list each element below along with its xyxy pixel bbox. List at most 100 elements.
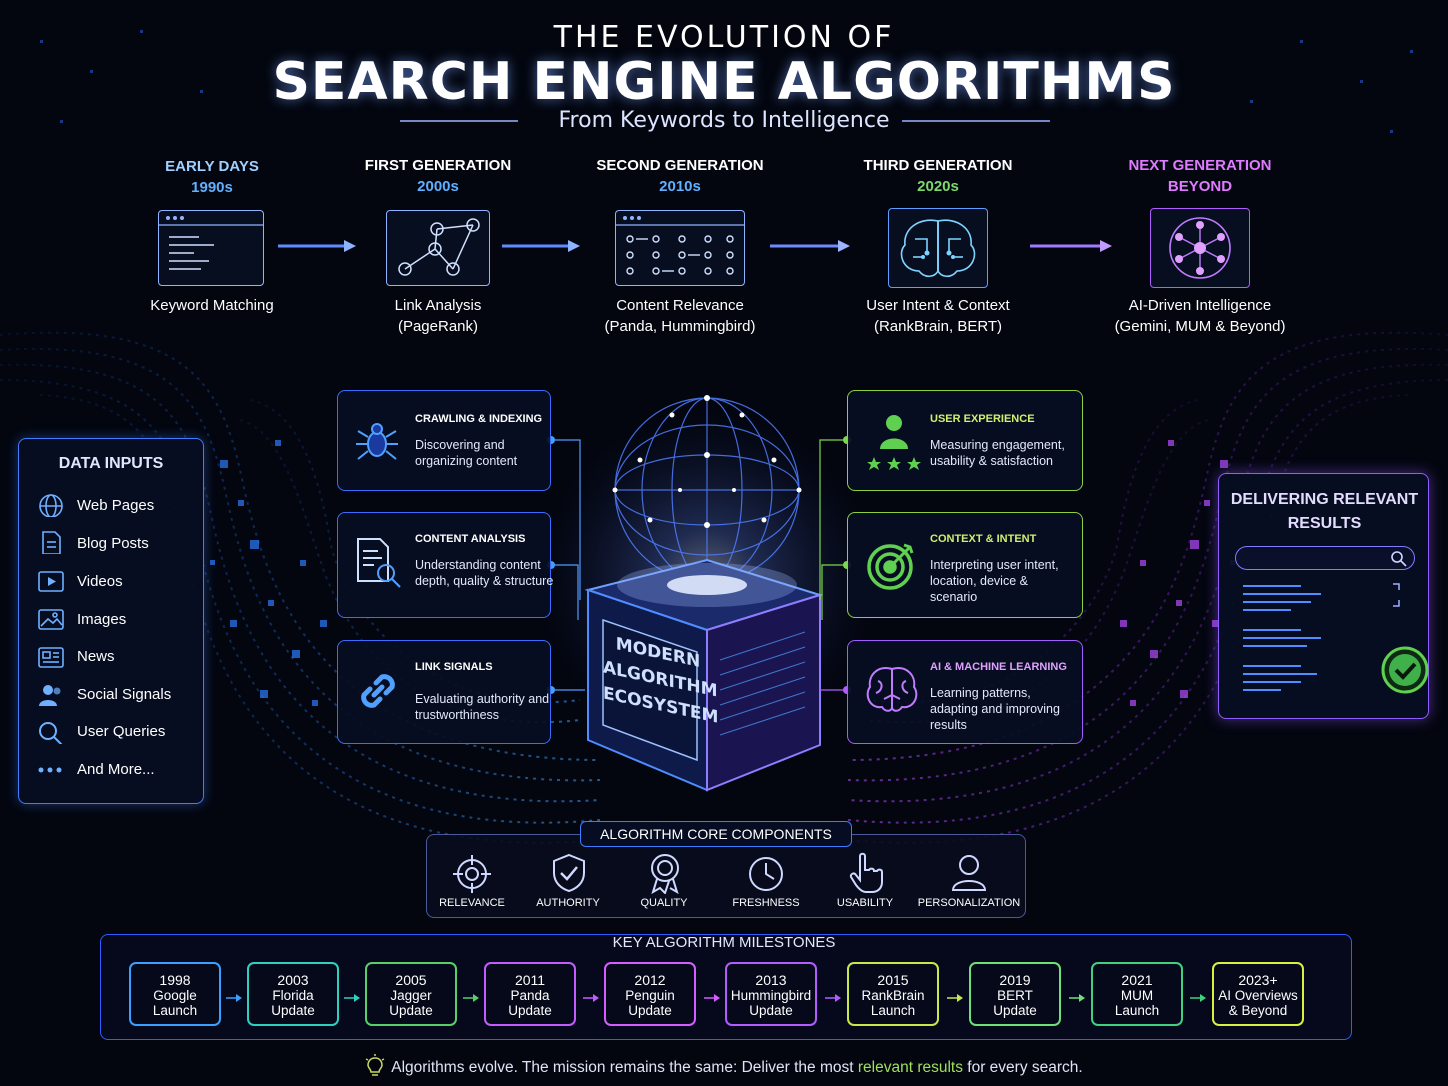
milestone-year: 2019 (999, 972, 1031, 988)
shield-check-icon (553, 853, 585, 893)
generation-name: Content Relevance (616, 297, 744, 314)
clock-icon (749, 857, 783, 891)
milestone-item: 1998 Google Launch (129, 962, 221, 1026)
generation-name: Keyword Matching (150, 297, 274, 314)
milestone-name: Florida (272, 988, 314, 1003)
brain-icon (866, 667, 918, 712)
arrow-right-icon (583, 994, 599, 1002)
generation-subtitle: (Gemini, MUM & Beyond) (1114, 318, 1286, 335)
component-description: Interpreting user intent, location, devi… (930, 558, 1059, 604)
crosshair-icon (453, 855, 491, 893)
generation-years: BEYOND (1167, 178, 1233, 195)
generation-third: THIRD GENERATION 2020s (828, 157, 1048, 195)
target-icon (867, 543, 914, 590)
milestone-item: 2021 MUM Launch (1091, 962, 1183, 1026)
milestones-title: KEY ALGORITHM MILESTONES (612, 934, 836, 951)
generation-first: FIRST GENERATION 2000s (328, 157, 548, 195)
milestone-name: BERT (997, 988, 1033, 1003)
generation-early-days: EARLY DAYS 1990s (102, 158, 322, 196)
generation-subtitle: (RankBrain, BERT) (873, 318, 1003, 335)
code-window-icon (158, 210, 264, 286)
component-title: CONTENT ANALYSIS (415, 533, 526, 545)
arrow-right-icon (344, 994, 360, 1002)
brain-circuit-icon (888, 208, 988, 288)
arrow-right-icon (278, 240, 356, 252)
results-title-line-1: DELIVERING RELEVANT (1230, 491, 1419, 508)
generation-name: AI-Driven Intelligence (1128, 297, 1272, 314)
arrow-right-icon (1030, 240, 1112, 252)
milestone-name: Jagger (390, 988, 432, 1003)
person-icon (951, 855, 987, 891)
component-content-analysis: CONTENT ANALYSIS Understanding content d… (337, 512, 553, 618)
document-search-icon (357, 538, 401, 588)
milestone-name: AI Overviews (1218, 988, 1298, 1003)
arrow-right-icon (704, 994, 720, 1002)
component-crawling-indexing: CRAWLING & INDEXING Discovering and orga… (337, 390, 551, 491)
component-description: Learning patterns, adapting and improvin… (930, 686, 1060, 732)
video-icon (38, 571, 64, 592)
milestone-year: 2011 (514, 972, 546, 988)
milestone-item: 2005 Jagger Update (365, 962, 457, 1026)
generation-second-desc: Content Relevance (Panda, Hummingbird) (570, 297, 790, 335)
milestone-type: Update (628, 1003, 672, 1018)
component-context-intent: CONTEXT & INTENT Interpreting user inten… (847, 512, 1083, 618)
generation-subtitle: (PageRank) (397, 318, 479, 335)
milestone-name: MUM (1120, 988, 1154, 1003)
link-graph-icon (386, 210, 490, 286)
core-label-freshness: FRESHNESS (732, 897, 800, 909)
result-lines-illustration (1243, 583, 1400, 691)
core-components-title: ALGORITHM CORE COMPONENTS (580, 821, 852, 847)
generation-next-desc: AI-Driven Intelligence (Gemini, MUM & Be… (1090, 297, 1310, 335)
milestone-type: Update (389, 1003, 433, 1018)
arrow-right-icon (463, 994, 479, 1002)
milestone-year: 1998 (159, 972, 191, 988)
component-title: CRAWLING & INDEXING (415, 413, 543, 425)
search-icon (1391, 551, 1407, 567)
generation-years: 1990s (191, 179, 233, 196)
pointer-hand-icon (849, 852, 883, 893)
core-label-quality: QUALITY (640, 897, 688, 909)
generation-first-desc: Link Analysis (PageRank) (328, 297, 548, 335)
milestone-item: 2015 RankBrain Launch (847, 962, 939, 1026)
link-icon (361, 674, 395, 708)
milestone-year: 2023+ (1238, 972, 1278, 988)
input-item-blog-posts: Blog Posts (77, 535, 149, 552)
component-title: AI & MACHINE LEARNING (930, 661, 1067, 673)
page-subtitle: From Keywords to Intelligence (558, 108, 890, 133)
generation-label: FIRST GENERATION (364, 157, 512, 174)
generation-name: Link Analysis (394, 297, 482, 314)
data-inputs-panel: DATA INPUTS Web Pages Blog Posts Videos … (18, 438, 204, 804)
footer-text-post: for every search. (962, 1059, 1083, 1076)
milestone-item: 2019 BERT Update (969, 962, 1061, 1026)
milestone-year: 2021 (1121, 972, 1153, 988)
dots-icon (38, 767, 62, 773)
generation-next: NEXT GENERATION BEYOND (1090, 157, 1310, 195)
footer-highlight: relevant results (857, 1059, 963, 1076)
generation-years: 2020s (917, 178, 959, 195)
document-icon (42, 531, 61, 554)
data-inputs-title: DATA INPUTS (58, 455, 164, 472)
component-description: Measuring engagement, usability & satisf… (930, 438, 1065, 468)
core-label-relevance: RELEVANCE (439, 897, 505, 909)
check-circle-icon (1381, 646, 1429, 694)
generation-years: 2000s (417, 178, 459, 195)
milestone-type: & Beyond (1228, 1003, 1288, 1018)
generation-early-days-desc: Keyword Matching (102, 297, 322, 314)
component-description: Evaluating authority and trustworthiness (415, 692, 550, 722)
search-icon (39, 722, 63, 744)
globe-icon (39, 494, 63, 517)
arrow-right-icon (226, 994, 242, 1002)
results-title-line-2: RESULTS (1287, 515, 1362, 532)
results-title: DELIVERING RELEVANT RESULTS (1219, 488, 1430, 536)
component-description: Understanding content depth, quality & s… (415, 558, 554, 588)
milestone-type: Update (749, 1003, 793, 1018)
generation-second: SECOND GENERATION 2010s (570, 157, 790, 195)
center-ecosystem-label: MODERN ALGORITHM ECOSYSTEM (603, 628, 718, 729)
footer-message: Algorithms evolve. The mission remains t… (0, 1054, 1448, 1077)
ai-network-icon (1150, 208, 1250, 288)
generation-label: EARLY DAYS (165, 158, 259, 175)
component-title: CONTEXT & INTENT (930, 533, 1037, 545)
milestone-item: 2023+ AI Overviews & Beyond (1212, 962, 1304, 1026)
results-search-bar[interactable] (1235, 546, 1415, 570)
milestone-item: 2011 Panda Update (484, 962, 576, 1026)
